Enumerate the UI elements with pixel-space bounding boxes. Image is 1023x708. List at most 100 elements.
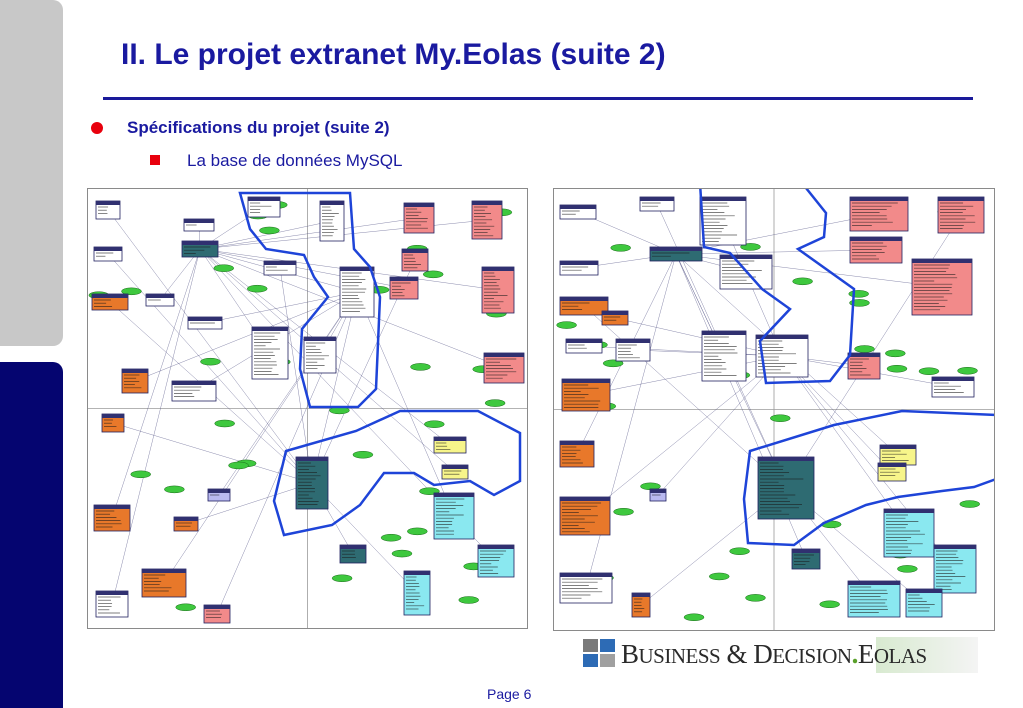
logo-letter-e: E bbox=[857, 639, 875, 669]
schema-table-header bbox=[560, 573, 612, 577]
schema-table-header bbox=[720, 255, 772, 259]
sidebar-top-panel bbox=[0, 0, 63, 346]
relation-ellipse bbox=[259, 226, 280, 235]
logo-ampersand: & bbox=[720, 639, 754, 669]
schema-table-header bbox=[792, 549, 820, 553]
database-schema-diagram-right bbox=[553, 188, 995, 631]
schema-table-header bbox=[560, 441, 594, 445]
schema-table-header bbox=[404, 571, 430, 575]
relation-line bbox=[585, 355, 783, 396]
relation-ellipse bbox=[745, 594, 766, 602]
schema-table-header bbox=[320, 201, 344, 205]
logo-eolas-rest: OLAS bbox=[873, 644, 927, 668]
schema-table-header bbox=[340, 545, 366, 549]
database-schema-diagram-left bbox=[87, 188, 528, 629]
schema-table-header bbox=[912, 259, 972, 263]
relation-ellipse bbox=[410, 363, 431, 371]
bullet-sub-text: La base de données MySQL bbox=[187, 151, 403, 170]
schema-table-header bbox=[204, 605, 230, 609]
relation-ellipse bbox=[407, 527, 428, 536]
schema-table-header bbox=[252, 327, 288, 331]
schema-table-header bbox=[884, 509, 934, 513]
relation-ellipse bbox=[556, 321, 577, 329]
relation-ellipse bbox=[957, 367, 978, 375]
schema-table-header bbox=[560, 497, 610, 501]
schema-table-header bbox=[340, 267, 374, 271]
logo-dot: . bbox=[851, 639, 859, 669]
relation-ellipse bbox=[897, 565, 918, 573]
relation-ellipse bbox=[708, 572, 730, 581]
business-decision-eolas-logo: BUSINESS & DECISION.EOLAS bbox=[583, 637, 978, 673]
schema-table bbox=[847, 580, 901, 618]
schema-table-header bbox=[434, 493, 474, 497]
relation-line bbox=[111, 248, 201, 605]
bullet-dot-icon bbox=[91, 122, 103, 134]
relation-line bbox=[583, 345, 783, 357]
schema-table-header bbox=[848, 581, 900, 585]
relation-ellipse bbox=[331, 574, 353, 583]
schema-table-header bbox=[92, 294, 128, 298]
relation-ellipse bbox=[213, 264, 235, 272]
relation-line bbox=[107, 253, 313, 484]
schema-table-header bbox=[102, 414, 124, 418]
relation-ellipse bbox=[164, 485, 185, 494]
relation-ellipse bbox=[848, 290, 869, 298]
relation-ellipse bbox=[819, 600, 840, 609]
schema-table bbox=[757, 456, 815, 520]
relation-ellipse bbox=[770, 414, 791, 422]
schema-table bbox=[883, 508, 935, 558]
schema-table-header bbox=[560, 297, 608, 301]
schema-table bbox=[561, 378, 611, 412]
relation-line bbox=[356, 291, 455, 517]
schema-table-header bbox=[404, 203, 434, 207]
schema-table bbox=[481, 266, 515, 314]
relation-ellipse bbox=[246, 284, 268, 293]
schema-table-header bbox=[700, 197, 746, 201]
schema-table-header bbox=[878, 463, 906, 467]
schema-table-header bbox=[390, 277, 418, 281]
schema-table-header bbox=[650, 247, 702, 251]
highlight-outline bbox=[742, 409, 994, 547]
logo-eolas-background bbox=[876, 637, 978, 673]
schema-table-header bbox=[938, 197, 984, 201]
relation-ellipse bbox=[885, 349, 906, 358]
schema-table-header bbox=[188, 317, 222, 321]
relation-ellipse bbox=[792, 277, 813, 286]
schema-table-header bbox=[296, 457, 328, 461]
relation-line bbox=[204, 291, 358, 324]
logo-letter-d: D bbox=[753, 639, 773, 669]
relation-ellipse bbox=[854, 345, 875, 353]
logo-wordmark: BUSINESS & DECISION.EOLAS bbox=[621, 639, 927, 670]
page-number: Page 6 bbox=[487, 686, 532, 702]
highlight-outline bbox=[699, 189, 856, 385]
bullet-square-icon bbox=[150, 155, 160, 165]
schema-table-header bbox=[96, 201, 120, 205]
logo-letter-b: B bbox=[621, 639, 639, 669]
schema-table bbox=[433, 492, 475, 540]
relation-ellipse bbox=[175, 603, 196, 612]
schema-table-header bbox=[850, 197, 908, 201]
schema-table-header bbox=[932, 377, 974, 381]
relation-ellipse bbox=[458, 596, 479, 604]
schema-table-header bbox=[174, 517, 198, 521]
sidebar-bottom-panel bbox=[0, 362, 63, 708]
logo-squares-icon bbox=[583, 639, 615, 667]
relation-ellipse bbox=[130, 470, 151, 479]
schema-table-header bbox=[434, 437, 466, 441]
relation-line bbox=[185, 482, 313, 525]
relation-ellipse bbox=[683, 613, 705, 622]
relation-line bbox=[657, 355, 783, 496]
schema-table bbox=[303, 336, 337, 374]
schema-table-header bbox=[146, 294, 174, 298]
logo-business-rest: USINESS bbox=[638, 644, 721, 668]
schema-table-header bbox=[248, 197, 280, 201]
relation-line bbox=[311, 482, 418, 594]
relation-line bbox=[107, 209, 313, 484]
relation-line bbox=[675, 249, 877, 255]
schema-table-header bbox=[756, 335, 808, 339]
relation-line bbox=[159, 248, 201, 301]
schema-table-header bbox=[94, 505, 130, 509]
relation-line bbox=[583, 305, 787, 489]
schema-table-header bbox=[758, 457, 814, 461]
relation-line bbox=[199, 217, 420, 250]
